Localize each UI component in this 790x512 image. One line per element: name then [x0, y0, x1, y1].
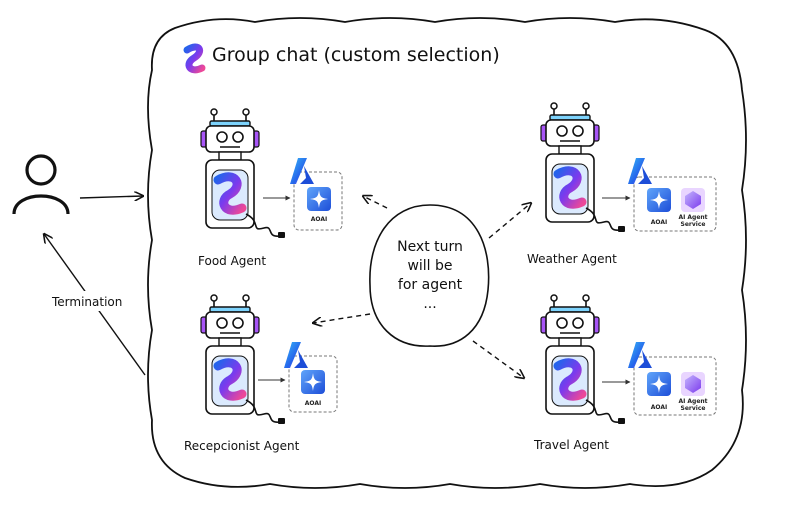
- azure-icon: [284, 342, 308, 368]
- next-turn-line: ...: [423, 296, 437, 312]
- azure-icon: [628, 158, 652, 184]
- ai-agent-service-icon: [681, 372, 705, 396]
- group-chat-boundary: [147, 17, 747, 489]
- user-to-chat-arrow: [79, 196, 143, 198]
- next-turn-line: will be: [407, 258, 453, 274]
- aoai-icon: [647, 372, 671, 396]
- aoai-icon: [307, 187, 331, 211]
- aoai-icon: [301, 370, 325, 394]
- termination-label: Termination: [52, 295, 123, 309]
- weather-services-box: [633, 176, 717, 232]
- recepcionist-services-box: [288, 355, 338, 413]
- food-agent-label: Food Agent: [198, 254, 267, 268]
- aoai-label: AOAI: [311, 216, 327, 223]
- ai-agent-service-label-2: Service: [681, 221, 706, 228]
- food-services-box: [293, 171, 343, 231]
- next-turn-text: Next turn will be for agent ...: [385, 238, 475, 314]
- select-weather-arrow: [488, 203, 531, 239]
- weather-agent-robot: [541, 103, 625, 232]
- azure-icon: [628, 342, 652, 368]
- next-turn-line: for agent: [397, 277, 463, 293]
- azure-icon: [290, 158, 314, 184]
- ai-agent-service-label-1: AI Agent: [678, 214, 707, 221]
- select-recepcionist-arrow: [313, 313, 371, 323]
- food-agent-robot: [201, 109, 285, 238]
- semantic-kernel-logo-icon: [183, 43, 206, 74]
- recepcionist-agent-label: Recepcionist Agent: [184, 439, 300, 453]
- next-turn-line: Next turn: [397, 239, 463, 255]
- group-chat-title: Group chat (custom selection): [212, 44, 500, 66]
- travel-agent-label: Travel Agent: [534, 438, 610, 452]
- aoai-label: AOAI: [651, 404, 667, 411]
- aoai-label: AOAI: [651, 219, 667, 226]
- user-icon: [12, 154, 70, 215]
- ai-agent-service-label-2: Service: [681, 405, 706, 412]
- ai-agent-service-icon: [681, 188, 705, 212]
- select-travel-arrow: [472, 340, 524, 378]
- weather-agent-label: Weather Agent: [527, 252, 617, 266]
- travel-agent-robot: [541, 295, 625, 424]
- aoai-label: AOAI: [305, 400, 321, 407]
- travel-services-box: [633, 356, 717, 416]
- next-turn-bubble: [369, 204, 490, 347]
- ai-agent-service-label-1: AI Agent: [678, 398, 707, 405]
- select-food-arrow: [363, 196, 388, 209]
- recepcionist-agent-robot: [201, 295, 285, 424]
- aoai-icon: [647, 188, 671, 212]
